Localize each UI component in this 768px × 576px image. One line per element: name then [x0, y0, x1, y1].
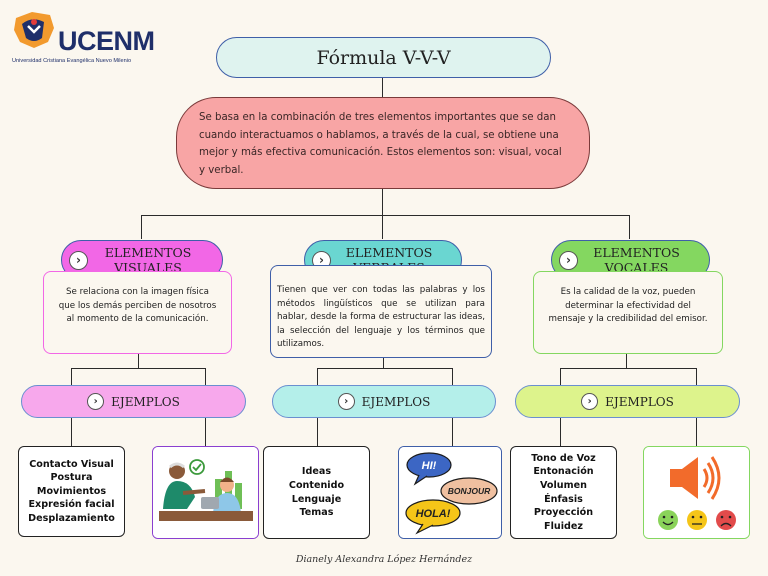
vocales-examples-list: Tono de Voz Entonación Volumen Énfasis P…	[510, 446, 617, 539]
speaker-icon	[670, 456, 721, 500]
happy-face-icon	[658, 510, 678, 530]
university-logo: UCENM Universidad Cristiana Evangélica N…	[12, 8, 172, 68]
chevron-right-icon: ›	[69, 250, 88, 270]
list-item: Postura	[50, 472, 93, 484]
chevron-right-icon: ›	[337, 393, 355, 410]
verbales-description: Tienen que ver con todas las palabras y …	[270, 265, 492, 358]
speech-bubble-icon	[406, 452, 452, 478]
list-item: Fluidez	[544, 520, 583, 532]
speech-bubble-icon	[405, 499, 461, 527]
ejemplos-label: EJEMPLOS	[111, 394, 180, 409]
neutral-face-icon	[687, 510, 707, 530]
list-item: Temas	[299, 507, 334, 519]
bubble-hola: HOLA!	[416, 508, 451, 520]
speech-bubble-icon	[440, 477, 498, 505]
list-item: Entonación	[533, 466, 594, 478]
list-item: Lenguaje	[291, 493, 342, 505]
logo-name: UCENM	[58, 26, 155, 56]
author-credit: Dianely Alexandra López Hernández	[295, 554, 473, 565]
meeting-illustration	[152, 446, 259, 539]
verbales-examples-list: Ideas Contenido Lenguaje Temas	[263, 446, 370, 539]
logo-subtitle: Universidad Cristiana Evangélica Nuevo M…	[12, 58, 132, 64]
ejemplos-vocales[interactable]: › EJEMPLOS	[515, 385, 740, 418]
sad-face-icon	[716, 510, 736, 530]
ejemplos-label: EJEMPLOS	[605, 394, 674, 409]
ejemplos-visuales[interactable]: › EJEMPLOS	[21, 385, 246, 418]
greetings-illustration: HI! BONJOUR HOLA!	[398, 446, 502, 539]
list-item: Volumen	[540, 479, 587, 491]
list-item: Ideas	[301, 466, 332, 478]
meeting-icon	[153, 447, 258, 538]
bubble-hi: HI!	[422, 460, 437, 472]
chevron-right-icon: ›	[581, 393, 599, 410]
list-item: Movimientos	[36, 485, 107, 497]
list-item: Tono de Voz	[531, 452, 596, 464]
list-item: Proyección	[533, 507, 594, 519]
chevron-right-icon: ›	[87, 393, 105, 410]
bubble-bonjour: BONJOUR	[448, 486, 491, 496]
ejemplos-label: EJEMPLOS	[361, 394, 431, 409]
list-item: Énfasis	[544, 493, 583, 505]
voice-illustration	[643, 446, 750, 539]
list-item: Contenido	[288, 479, 345, 491]
list-item: Expresión facial	[28, 499, 115, 511]
chevron-right-icon: ›	[559, 250, 578, 270]
list-item: Desplazamiento	[28, 512, 115, 524]
page-title: Fórmula V-V-V	[216, 37, 551, 78]
ejemplos-verbales[interactable]: › EJEMPLOS	[272, 385, 496, 418]
visuales-examples-list: Contacto Visual Postura Movimientos Expr…	[18, 446, 125, 537]
main-description: Se basa en la combinación de tres elemen…	[176, 97, 590, 189]
list-item: Contacto Visual	[29, 458, 114, 470]
vocales-description: Es la calidad de la voz, pueden determin…	[533, 271, 723, 354]
logo-shield-icon	[14, 12, 54, 48]
visuales-description: Se relaciona con la imagen física que lo…	[43, 271, 232, 354]
